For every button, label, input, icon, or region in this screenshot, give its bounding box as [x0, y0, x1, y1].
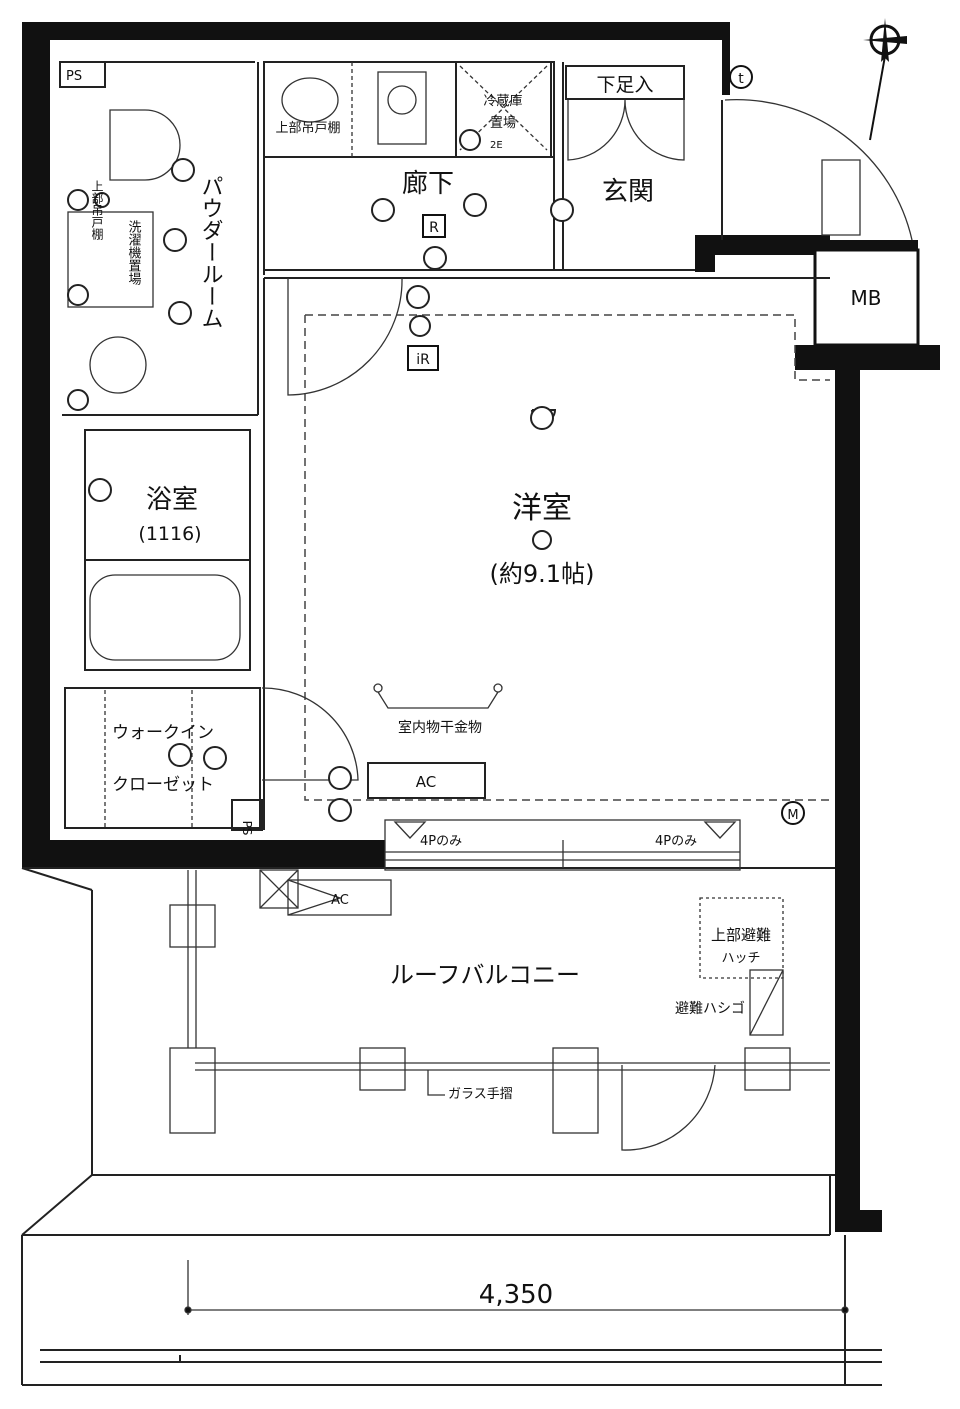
escape-hatch-label-2: ハッチ: [721, 951, 760, 966]
bath-fixtures: [67, 109, 241, 828]
escape-hatch-label-1: 上部避難: [711, 926, 771, 944]
walkin-closet-label-1: ウォークイン: [112, 723, 214, 743]
remote-box: [422, 214, 446, 238]
sash-note-left: 4Pのみ: [420, 834, 462, 849]
ac-indoor-label: AC: [416, 773, 436, 791]
ceiling-line: [304, 314, 830, 801]
ac-outdoor-label: AC: [331, 893, 349, 908]
remote-symbol: R: [429, 220, 439, 236]
phone-symbol: t: [738, 71, 744, 87]
compass-icon: [863, 18, 907, 141]
ps-top-label: PS: [66, 69, 82, 84]
walkin-closet-label-2: クローゼット: [112, 775, 214, 795]
western-room-size-label: (約9.1帖): [490, 560, 595, 588]
sash-note-right: 4Pのみ: [655, 834, 697, 849]
glass-handrail-label: ガラス手摺: [448, 1087, 513, 1102]
entrance-label: 玄関: [602, 177, 654, 207]
upper-cabinet-label: 上部吊戸棚: [275, 121, 340, 136]
shoe-cabinet-label: 下足入: [596, 74, 653, 96]
dimension-label: 4,350: [479, 1280, 553, 1310]
dimension-line: [184, 1260, 849, 1315]
interior-walls: [21, 61, 882, 1386]
drying-hardware-icon: [373, 683, 503, 709]
meter-box-room: [813, 248, 920, 347]
ps-bottom-label: PS: [240, 821, 254, 836]
fridge-space-label-2: 置場: [490, 116, 516, 131]
exterior-walls: [22, 22, 940, 1232]
outlet-icon: [67, 129, 481, 822]
phone-outlet-icon: [729, 65, 753, 89]
meter-symbol: M: [787, 808, 798, 823]
outlet-2e-label: 2E: [490, 140, 503, 151]
ir-remote-box: [407, 345, 439, 371]
door-swing-icon: [261, 98, 913, 1151]
roof-balcony-label: ルーフバルコニー: [390, 961, 580, 989]
balcony-fixtures: [169, 869, 830, 1134]
upper-shelf-label: 上部吊戸棚: [90, 180, 104, 241]
indoor-drying-label: 室内物干金物: [398, 719, 482, 736]
corridor-label: 廊下: [402, 169, 454, 199]
window-sash: [384, 819, 741, 871]
meter-icon: [781, 801, 805, 825]
washer-space-label: 洗濯機置場: [126, 220, 142, 285]
escape-ladder-label: 避難ハシゴ: [675, 1000, 745, 1017]
western-room-label: 洋室: [512, 491, 572, 526]
meter-box-label: MB: [851, 286, 882, 310]
bathroom-label: 浴室: [146, 485, 198, 515]
light-icon: [88, 158, 574, 770]
kitchen-fixtures: [281, 62, 548, 157]
ir-remote-symbol: iR: [416, 352, 430, 368]
powder-room-label: パウダールーム: [198, 175, 223, 329]
bathroom-size-label: (1116): [138, 523, 201, 545]
fridge-space-label-1: 冷蔵庫: [483, 94, 522, 109]
